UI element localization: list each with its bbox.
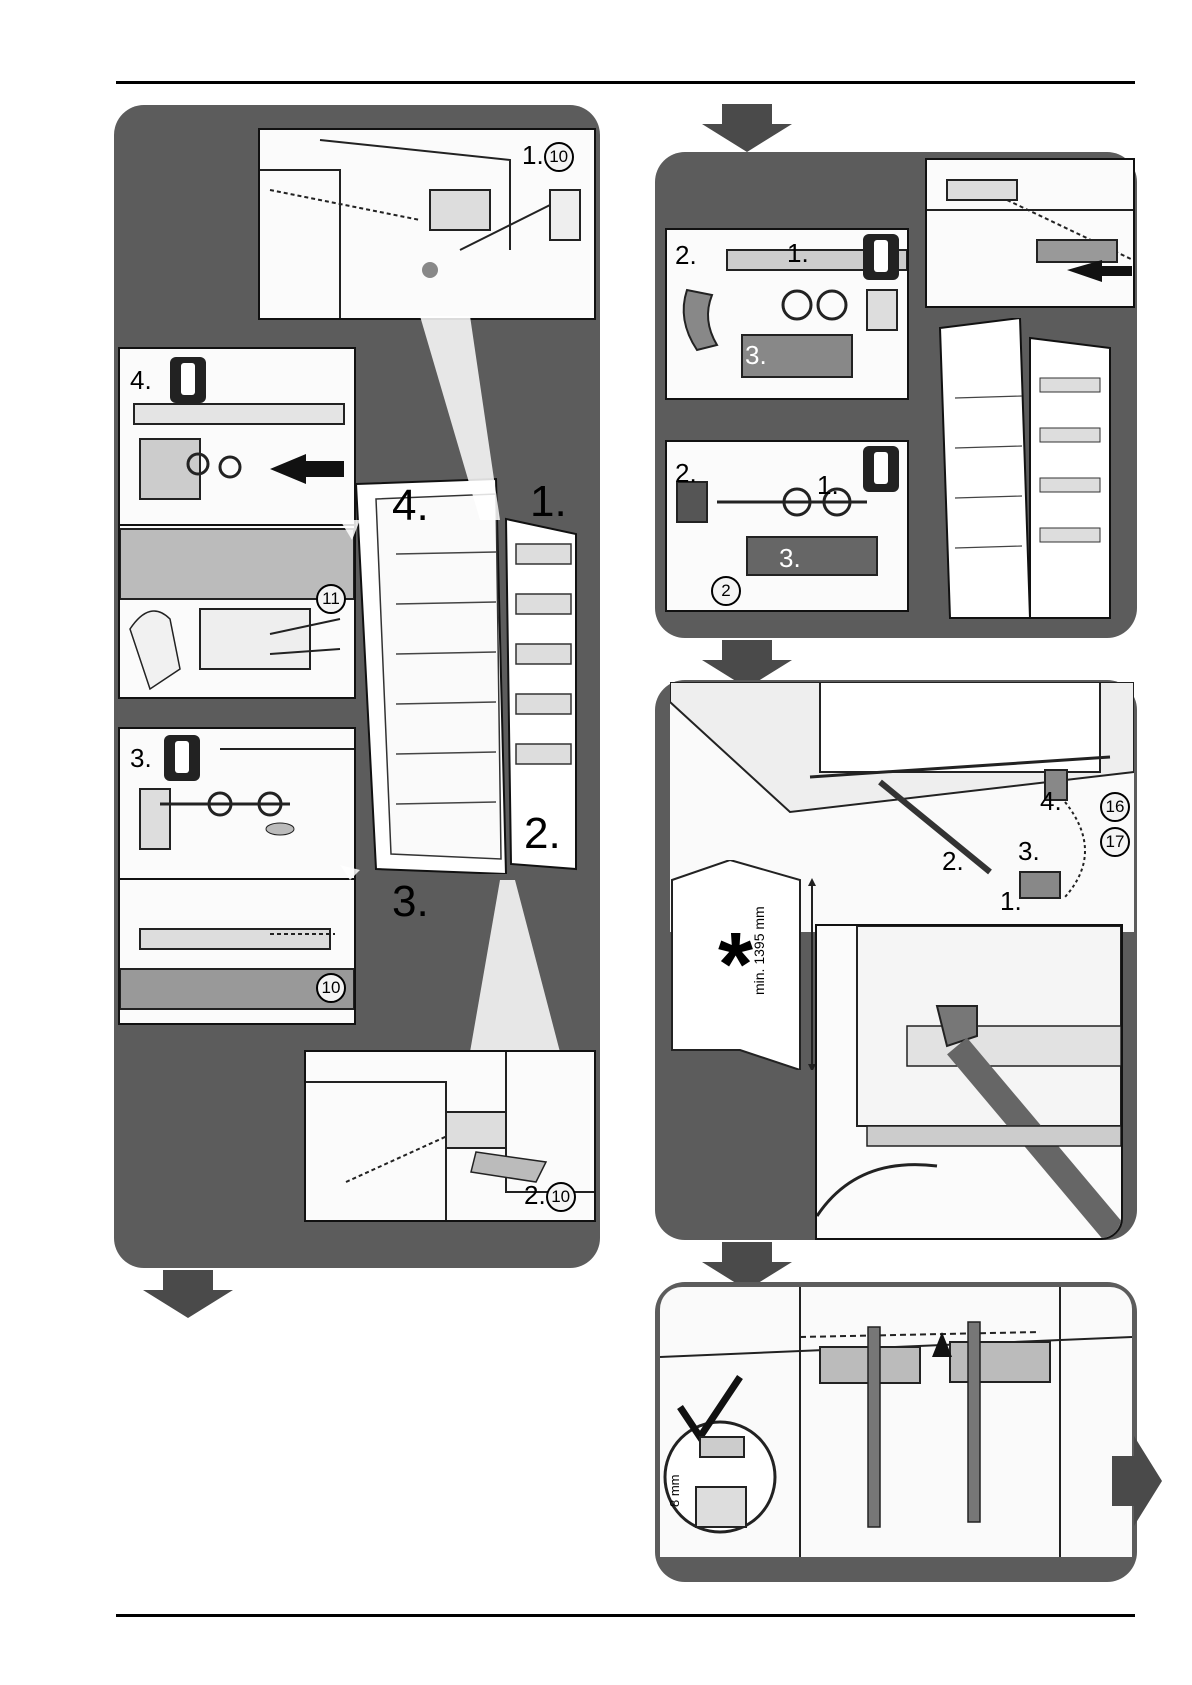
top-cover-illustration: 1. 2. 3. xyxy=(665,228,909,400)
part-number-16: 16 xyxy=(1100,792,1130,822)
plinth-step-2: 2. xyxy=(942,848,964,874)
bottom-cover-illustration: 1. 2. 3. 2 xyxy=(665,440,909,612)
right-arrow-icon xyxy=(1112,1436,1162,1526)
main-step-3: 3. xyxy=(392,880,429,924)
screwdriver-icon xyxy=(863,234,899,280)
bottom-rule xyxy=(116,1614,1135,1617)
top-cover-step-3: 3. xyxy=(745,342,767,368)
bottom-hinge-part-number: 10 xyxy=(546,1182,576,1212)
plinth-step-4: 4. xyxy=(1040,788,1062,814)
gap-dimension: 8 mm xyxy=(668,1475,681,1508)
bottom-cover-step-3: 3. xyxy=(779,545,801,571)
down-arrow-icon xyxy=(143,1270,233,1318)
main-step-1: 1. xyxy=(530,480,567,524)
main-step-2: 2. xyxy=(524,812,561,856)
min-height-illustration: * min. 1395 mm xyxy=(670,860,820,1070)
alignment-illustration: 8 mm xyxy=(660,1287,1132,1557)
bottom-hinge-step: 2. xyxy=(524,1180,546,1210)
top-cover-step-2: 2. xyxy=(675,242,697,268)
bottom-hinge-illustration: 2.10 xyxy=(304,1050,596,1222)
asterisk: * xyxy=(718,920,753,1010)
bottom-cover-part-number: 2 xyxy=(711,576,741,606)
top-cover-step-1: 1. xyxy=(787,240,809,266)
main-step-4: 4. xyxy=(392,484,429,528)
min-height-dimension: min. 1395 mm xyxy=(752,906,766,995)
small-refrigerator-drawing xyxy=(930,318,1130,624)
top-right-detail-illustration xyxy=(925,158,1135,308)
part-number-17: 17 xyxy=(1100,827,1130,857)
down-arrow-icon xyxy=(702,104,792,152)
plinth-step-3: 3. xyxy=(1018,838,1040,864)
plinth-step-1: 1. xyxy=(1000,888,1022,914)
screwdriver-icon xyxy=(863,446,899,492)
bottom-cover-step-2: 2. xyxy=(675,460,697,486)
bottom-cover-step-1: 1. xyxy=(817,472,839,498)
plinth-detail-illustration xyxy=(815,924,1123,1240)
